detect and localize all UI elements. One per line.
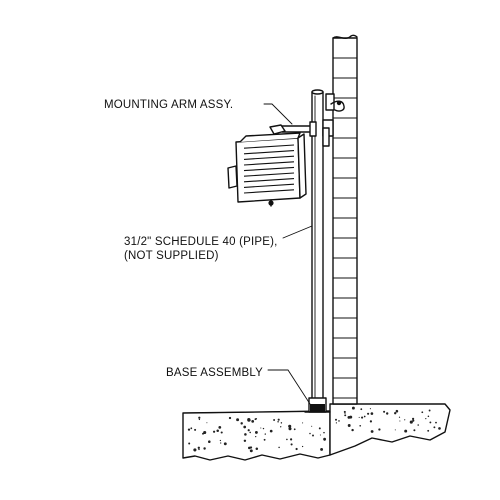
pipe-label-line2: (NOT SUPPLIED) xyxy=(124,250,219,262)
concrete-footing xyxy=(182,410,331,461)
foundation-speckles xyxy=(335,406,441,433)
mounting-arm-assembly xyxy=(281,93,345,147)
schedule-40-pipe xyxy=(311,89,324,403)
concrete-speckles xyxy=(187,416,327,453)
base-assembly-leader xyxy=(267,369,311,405)
wall-foundation xyxy=(329,403,451,456)
base-assembly-part xyxy=(304,397,331,413)
mounting-arm-leader xyxy=(263,103,293,125)
callout-leaders xyxy=(263,103,313,405)
pipe-leader xyxy=(282,225,313,239)
pipe-label-line1: 31/2" SCHEDULE 40 (PIPE), xyxy=(124,236,278,248)
mounted-unit xyxy=(227,124,307,207)
base-assembly-label: BASE ASSEMBLY xyxy=(166,367,263,379)
wall-mortar-joints xyxy=(333,57,357,399)
unit-louvers xyxy=(243,144,295,194)
block-wall xyxy=(332,34,358,405)
mounting-arm-label: MOUNTING ARM ASSY. xyxy=(104,99,233,111)
